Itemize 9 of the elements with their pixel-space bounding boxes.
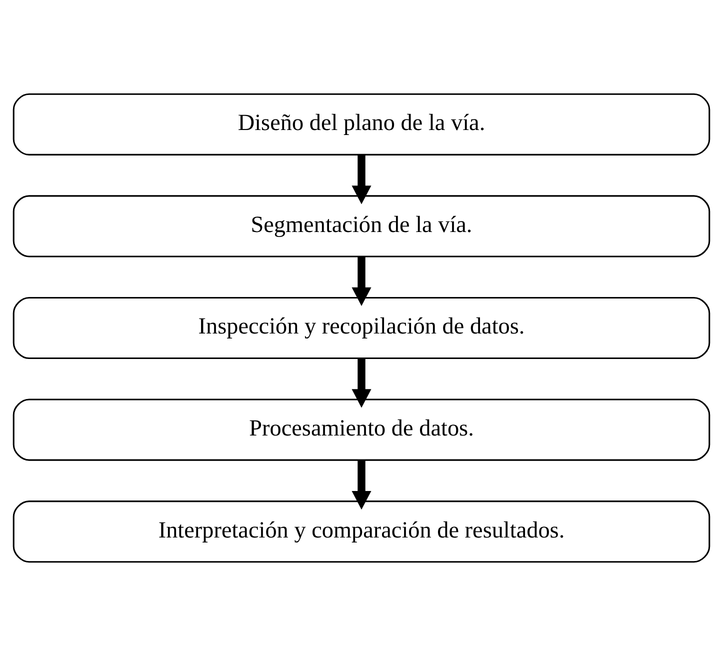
node-box: Diseño del plano de la vía. bbox=[12, 93, 710, 156]
arrow bbox=[352, 358, 372, 408]
node-box: Segmentación de la vía. bbox=[12, 195, 710, 258]
arrow bbox=[352, 154, 372, 204]
node-box: Interpretación y comparación de resultados. bbox=[12, 500, 710, 563]
node-box: Procesamiento de datos. bbox=[12, 398, 710, 461]
arrow bbox=[352, 256, 372, 306]
node-box: Inspección y recopilación de datos. bbox=[12, 296, 710, 360]
arrow bbox=[352, 460, 372, 510]
